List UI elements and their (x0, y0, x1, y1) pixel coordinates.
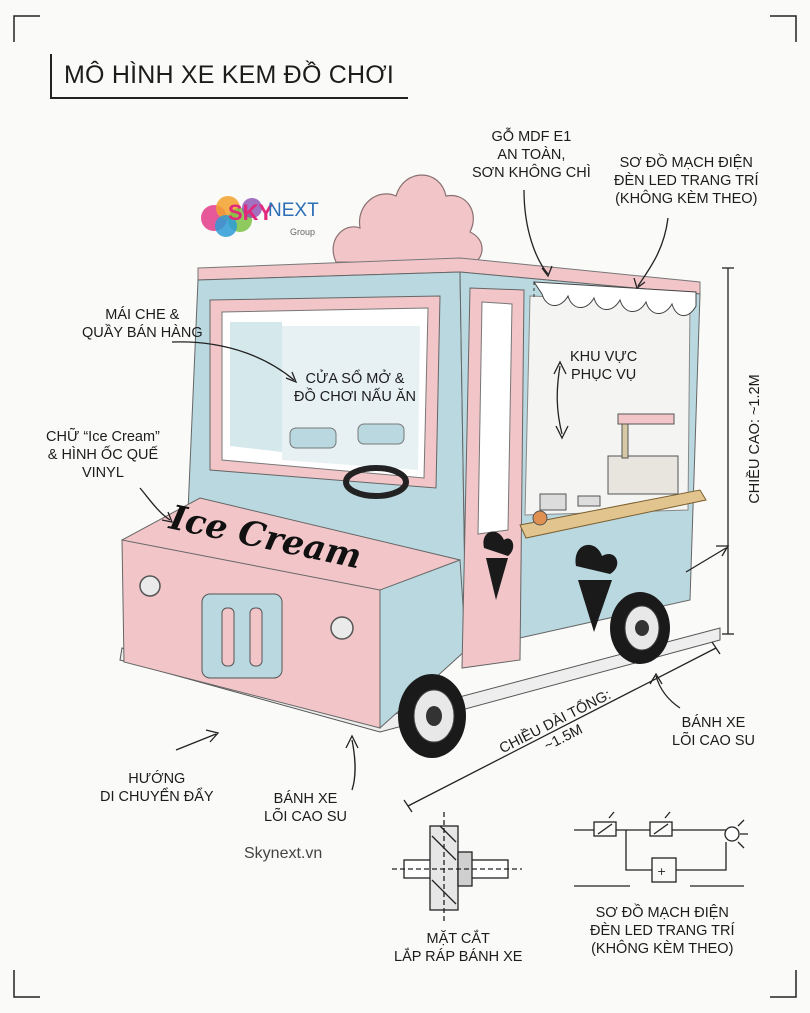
logo-brand-a: SKY (228, 200, 274, 225)
skynext-logo (201, 196, 262, 237)
label-height: CHIỀU CAO: ~1.2M (747, 374, 763, 504)
label-window: CỬA SỔ MỞ &ĐỒ CHƠI NẤU ĂN (294, 371, 416, 405)
ice-cream-truck (119, 174, 721, 758)
wheel-section-diagram (392, 812, 522, 922)
serving-counter (519, 489, 707, 539)
logo-brand-b: NEXT (268, 200, 319, 221)
page-title: MÔ HÌNH XE KEM ĐỒ CHƠI (50, 54, 409, 99)
front-wheel (398, 674, 466, 758)
rear-wheel (610, 592, 670, 664)
grille (201, 593, 283, 679)
svg-text:+: + (657, 865, 666, 878)
left-headlight (139, 575, 161, 597)
awning (533, 281, 697, 316)
led-circuit-diagram: + (574, 811, 748, 887)
right-headlight (330, 616, 354, 640)
label-awning: MÁI CHE &QUẦY BÁN HÀNG (82, 307, 203, 341)
logo-group: Group (290, 227, 316, 237)
website-url: Skynext.vn (244, 845, 323, 862)
cone-decal-door (483, 531, 514, 600)
cloud-sign (332, 174, 483, 265)
leader-lines (139, 189, 734, 813)
cone-decal-side (575, 544, 618, 632)
steering-wheel (343, 465, 409, 499)
